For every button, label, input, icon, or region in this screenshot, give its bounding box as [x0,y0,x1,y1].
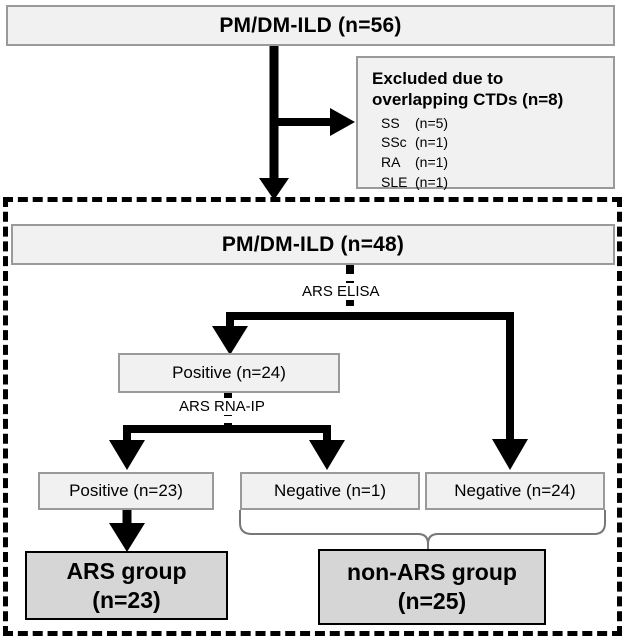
ars-group-line1: ARS group [66,557,187,584]
rnaip-negative-label: Negative (n=1) [274,481,386,500]
excluded-item-label: SS [381,114,400,131]
rnaip-positive-label: Positive (n=23) [69,481,183,500]
excluded-item-count: (n=1) [415,174,449,191]
node-cohort-total: PM/DM-ILD (n=56) [6,5,615,46]
list-item: RA (n=1) [372,153,448,173]
cohort-total-label: PM/DM-ILD (n=56) [219,13,402,37]
excluded-title-line1: Excluded due to [372,69,504,88]
node-elisa-negative: Negative (n=24) [425,472,605,510]
excluded-item-count: (n=1) [415,134,449,151]
excluded-items-list: SS (n=5) SSc (n=1) RA (n=1) SLE (n=1) [372,114,448,194]
excluded-item-label: SLE [381,174,408,191]
non-ars-group-line1: non-ARS group [347,559,517,586]
node-rnaip-positive: Positive (n=23) [38,472,214,510]
included-cohort-region [3,197,622,636]
node-rnaip-negative: Negative (n=1) [240,472,420,510]
node-elisa-positive: Positive (n=24) [118,353,340,393]
ars-group-line2: (n=23) [92,586,161,613]
excluded-item-count: (n=5) [415,114,449,131]
excluded-title: Excluded due to overlapping CTDs (n=8) [372,68,563,111]
excluded-title-line2: overlapping CTDs (n=8) [372,90,564,110]
edge-label-rnaip: ARS RNA-IP [175,398,269,415]
node-cohort-included: PM/DM-ILD (n=48) [11,224,615,265]
elisa-negative-label: Negative (n=24) [454,481,576,500]
excluded-item-label: RA [381,154,401,171]
list-item: SSc (n=1) [372,133,448,153]
elisa-positive-label: Positive (n=24) [172,363,286,382]
node-ars-group: ARS group (n=23) [25,551,228,620]
excluded-item-count: (n=1) [415,154,449,171]
node-excluded: Excluded due to overlapping CTDs (n=8) S… [356,56,615,190]
excluded-item-label: SSc [381,134,407,151]
cohort-included-label: PM/DM-ILD (n=48) [221,232,405,256]
non-ars-group-line2: (n=25) [397,588,467,614]
node-non-ars-group: non-ARS group (n=25) [318,549,546,625]
edge-label-elisa: ARS ELISA [298,283,384,300]
list-item: SS (n=5) [372,114,448,134]
list-item: SLE (n=1) [372,173,448,193]
